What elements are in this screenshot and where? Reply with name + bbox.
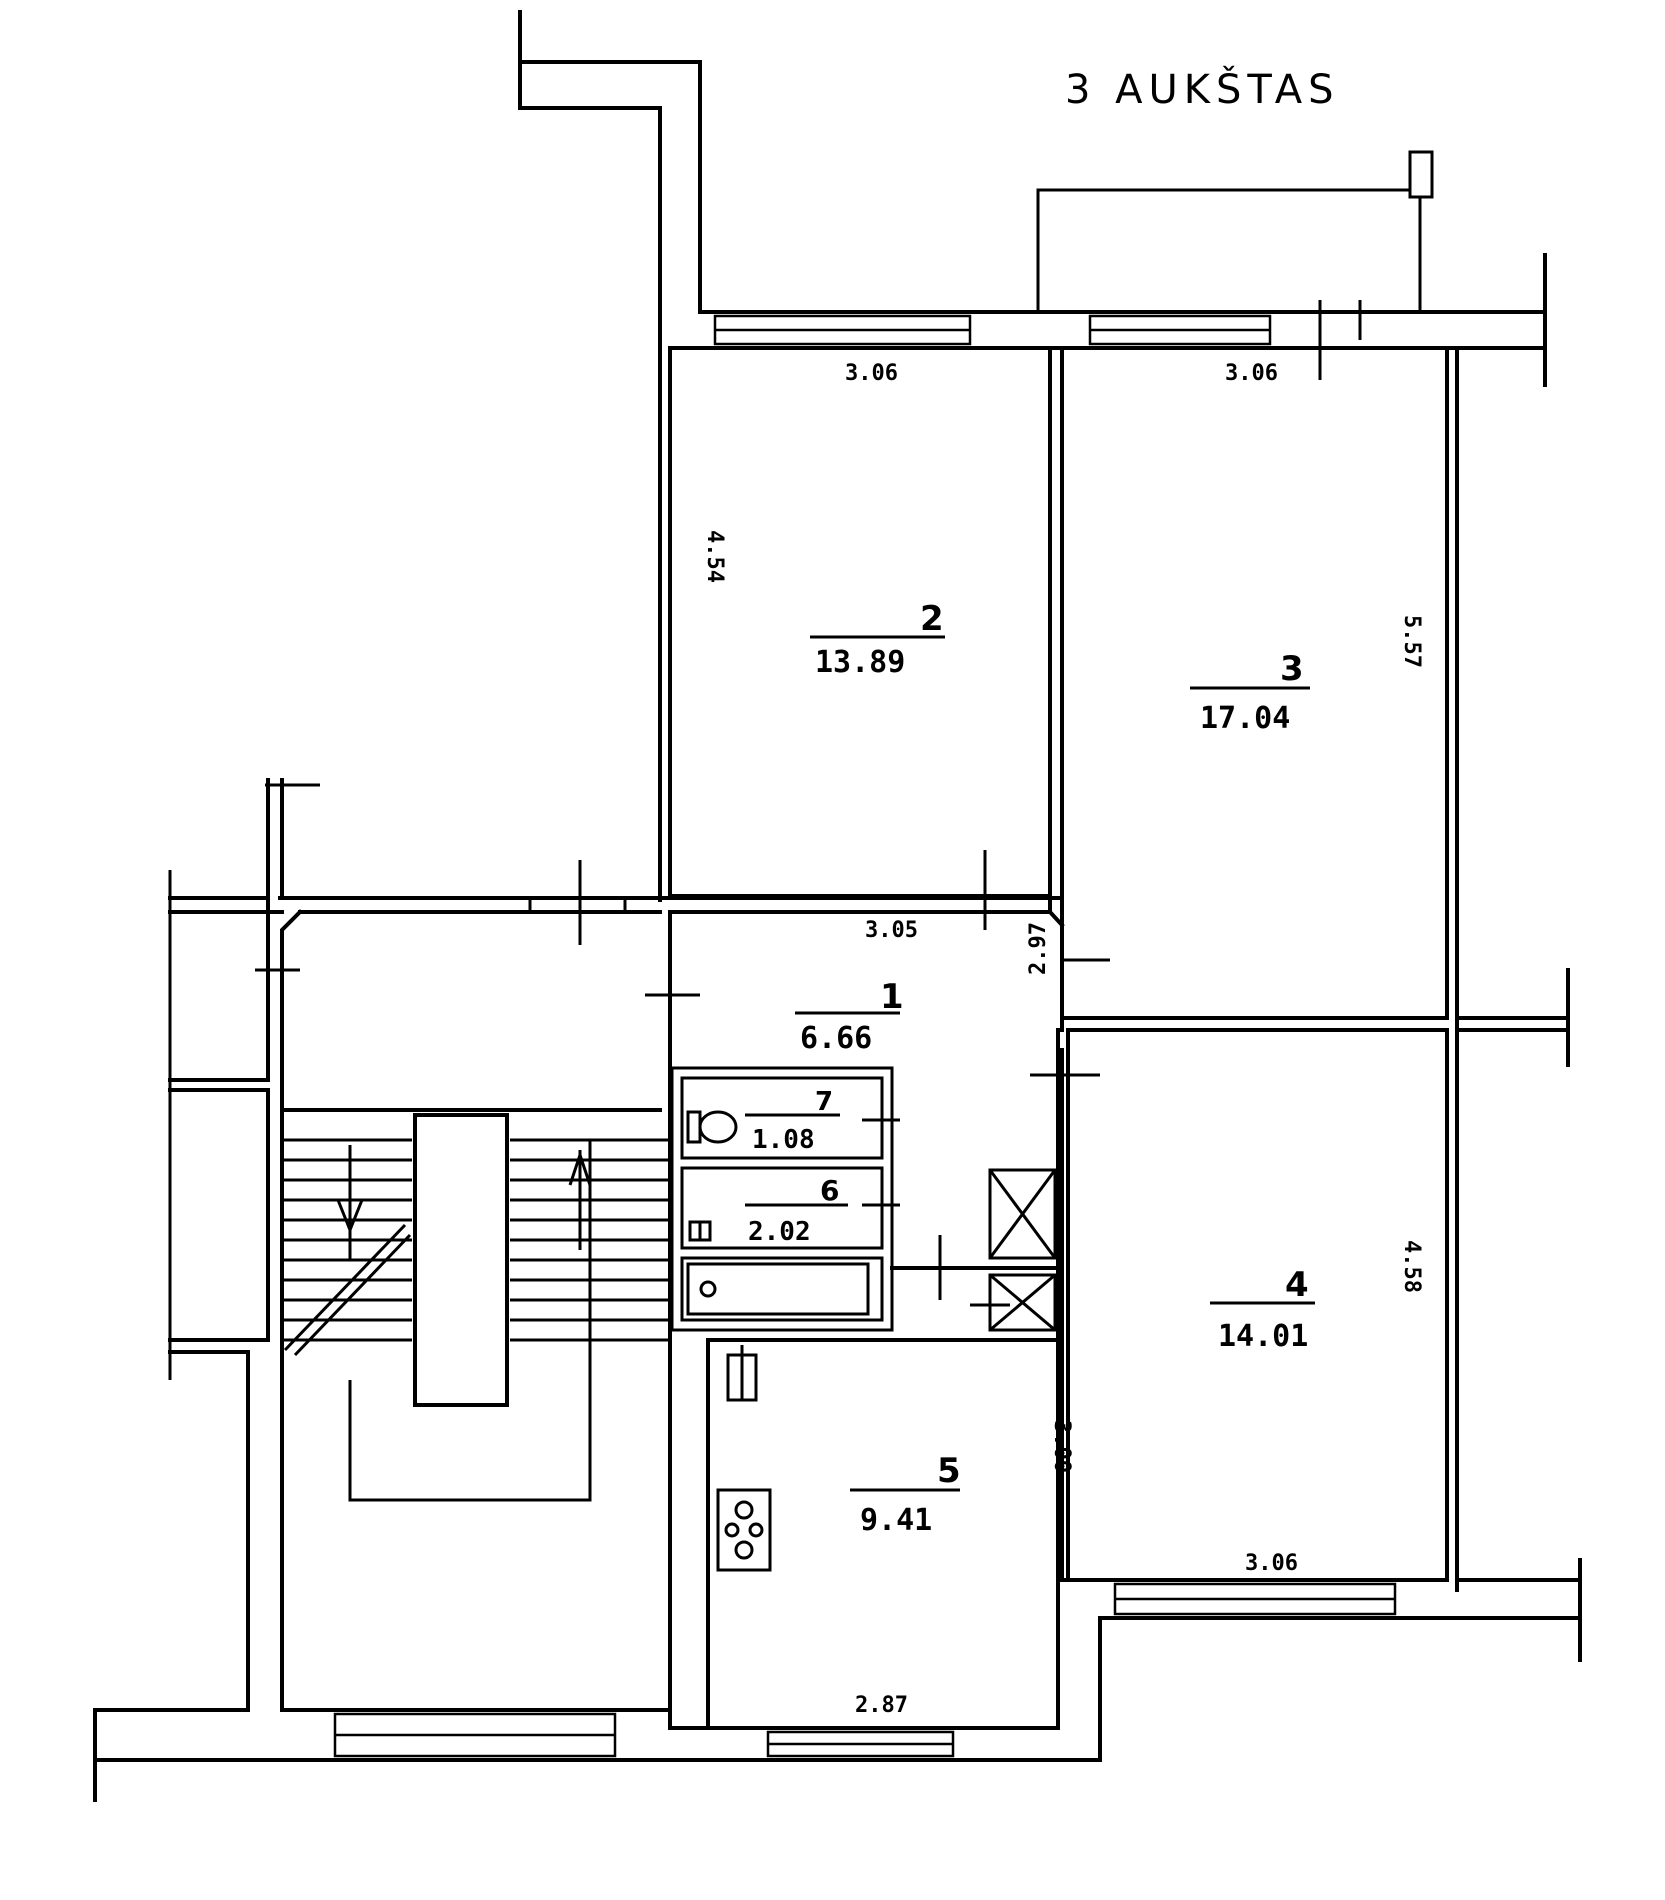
dim-room4-depth: 4.58 xyxy=(1399,1240,1424,1293)
stove-icon xyxy=(716,1488,772,1572)
kitchen-sink-icon xyxy=(726,1345,758,1402)
staircase xyxy=(282,1113,668,1502)
svg-text:6: 6 xyxy=(820,1174,839,1207)
svg-text:3: 3 xyxy=(1280,649,1304,689)
door-ticks xyxy=(255,300,1362,1307)
svg-text:1: 1 xyxy=(880,977,904,1017)
dim-room2-width: 3.06 xyxy=(845,361,898,386)
svg-text:2.02: 2.02 xyxy=(748,1217,811,1247)
dim-room1-width: 3.05 xyxy=(865,918,918,943)
svg-text:6.66: 6.66 xyxy=(800,1021,872,1056)
svg-text:5: 5 xyxy=(937,1451,961,1491)
svg-text:4: 4 xyxy=(1285,1265,1309,1305)
dim-room5-depth: 3.00 xyxy=(1049,1420,1074,1473)
svg-text:2: 2 xyxy=(920,599,944,639)
svg-text:7: 7 xyxy=(815,1087,833,1117)
bathtub-icon xyxy=(686,1262,870,1316)
floor-title: 3 AUKŠTAS xyxy=(1065,65,1340,113)
room-5-label: 5 9.41 xyxy=(850,1451,961,1538)
dim-room2-depth: 4.54 xyxy=(702,530,727,583)
dim-room3-width: 3.06 xyxy=(1225,361,1278,386)
dim-room5-width: 2.87 xyxy=(855,1693,908,1718)
svg-text:14.01: 14.01 xyxy=(1218,1319,1308,1354)
room-4-label: 4 14.01 xyxy=(1210,1265,1315,1354)
walls xyxy=(93,10,1582,1802)
svg-text:17.04: 17.04 xyxy=(1200,701,1290,736)
dim-room1-depth: 2.97 xyxy=(1026,922,1051,975)
room-labels: 2 13.89 3 17.04 1 6.66 7 1.08 6 2.02 4 1… xyxy=(745,599,1315,1538)
dimension-labels: 3.06 4.54 3.06 5.57 3.05 2.97 4.58 3.06 … xyxy=(702,361,1424,1718)
windows xyxy=(333,314,1397,1758)
fixtures xyxy=(686,1110,870,1572)
room-1-label: 1 6.66 xyxy=(795,977,904,1056)
room-3-label: 3 17.04 xyxy=(1190,649,1310,736)
dim-room3-depth: 5.57 xyxy=(1399,615,1424,668)
svg-text:13.89: 13.89 xyxy=(815,645,905,680)
dim-room4-width: 3.06 xyxy=(1245,1551,1298,1576)
sink-icon xyxy=(688,1220,712,1242)
room-7-label: 7 1.08 xyxy=(745,1087,840,1155)
room-6-label: 6 2.02 xyxy=(745,1174,848,1247)
svg-text:9.41: 9.41 xyxy=(860,1503,932,1538)
room-2-label: 2 13.89 xyxy=(810,599,945,680)
toilet-icon xyxy=(686,1110,738,1144)
svg-text:1.08: 1.08 xyxy=(752,1125,815,1155)
